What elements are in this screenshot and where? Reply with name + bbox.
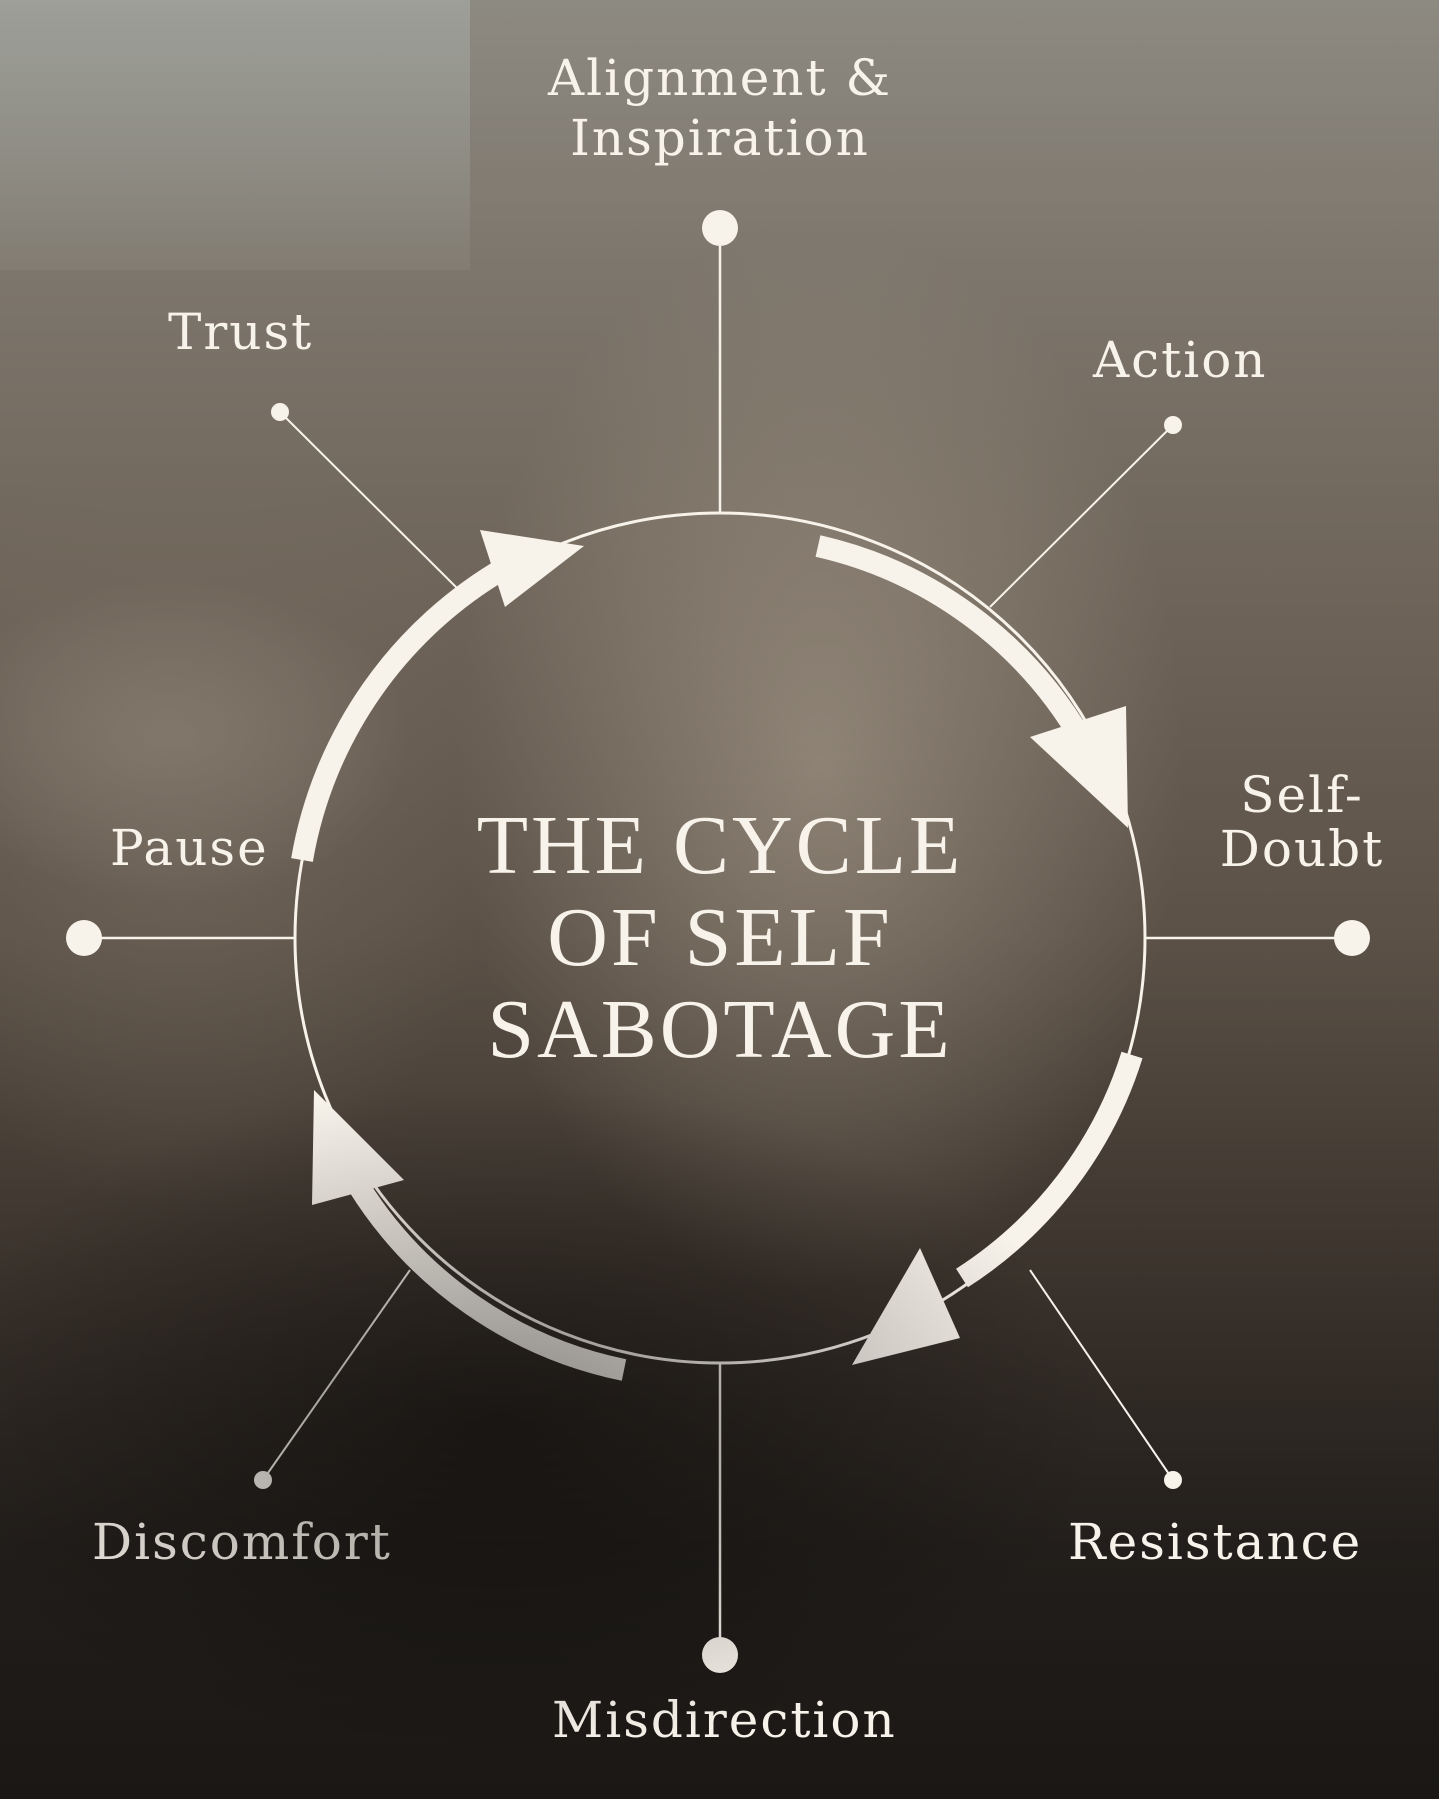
dot-alignment bbox=[702, 210, 738, 246]
label-alignment-inspiration: Alignment & Inspiration bbox=[520, 48, 920, 168]
label-alignment-line-1: Alignment & bbox=[520, 48, 920, 108]
diagram-title-line-2: OF SELF bbox=[420, 892, 1020, 984]
diagram-title-line-3: SABOTAGE bbox=[420, 984, 1020, 1076]
arrowhead-top-right bbox=[1030, 706, 1128, 828]
diagram-title: THE CYCLE OF SELF SABOTAGE bbox=[420, 800, 1020, 1076]
label-self-doubt: Self- Doubt bbox=[1212, 768, 1392, 876]
dot-resistance bbox=[1164, 1471, 1182, 1489]
dot-self-doubt bbox=[1334, 920, 1370, 956]
arrowhead-bottom-right bbox=[852, 1248, 960, 1365]
dot-action bbox=[1164, 416, 1182, 434]
spoke-action bbox=[990, 425, 1173, 607]
label-action: Action bbox=[1093, 330, 1268, 390]
spoke-trust bbox=[280, 412, 462, 593]
spoke-discomfort bbox=[263, 1270, 410, 1480]
spoke-resistance bbox=[1030, 1270, 1173, 1480]
dot-discomfort bbox=[254, 1471, 272, 1489]
arrowhead-bottom-left bbox=[312, 1090, 404, 1205]
label-misdirection: Misdirection bbox=[552, 1690, 897, 1750]
dot-misdirection bbox=[702, 1637, 738, 1673]
arc-bottom-right bbox=[962, 1055, 1132, 1278]
label-alignment-line-2: Inspiration bbox=[520, 108, 920, 168]
dot-pause bbox=[66, 920, 102, 956]
dot-trust bbox=[271, 403, 289, 421]
arc-top-right bbox=[818, 546, 1082, 740]
label-resistance: Resistance bbox=[1068, 1512, 1362, 1572]
label-pause: Pause bbox=[110, 818, 269, 878]
label-trust: Trust bbox=[168, 302, 313, 362]
arc-bottom-left bbox=[358, 1185, 624, 1370]
diagram-title-line-1: THE CYCLE bbox=[420, 800, 1020, 892]
label-discomfort: Discomfort bbox=[92, 1512, 392, 1572]
label-self-doubt-line-1: Self- bbox=[1212, 768, 1392, 822]
label-self-doubt-line-2: Doubt bbox=[1212, 822, 1392, 876]
